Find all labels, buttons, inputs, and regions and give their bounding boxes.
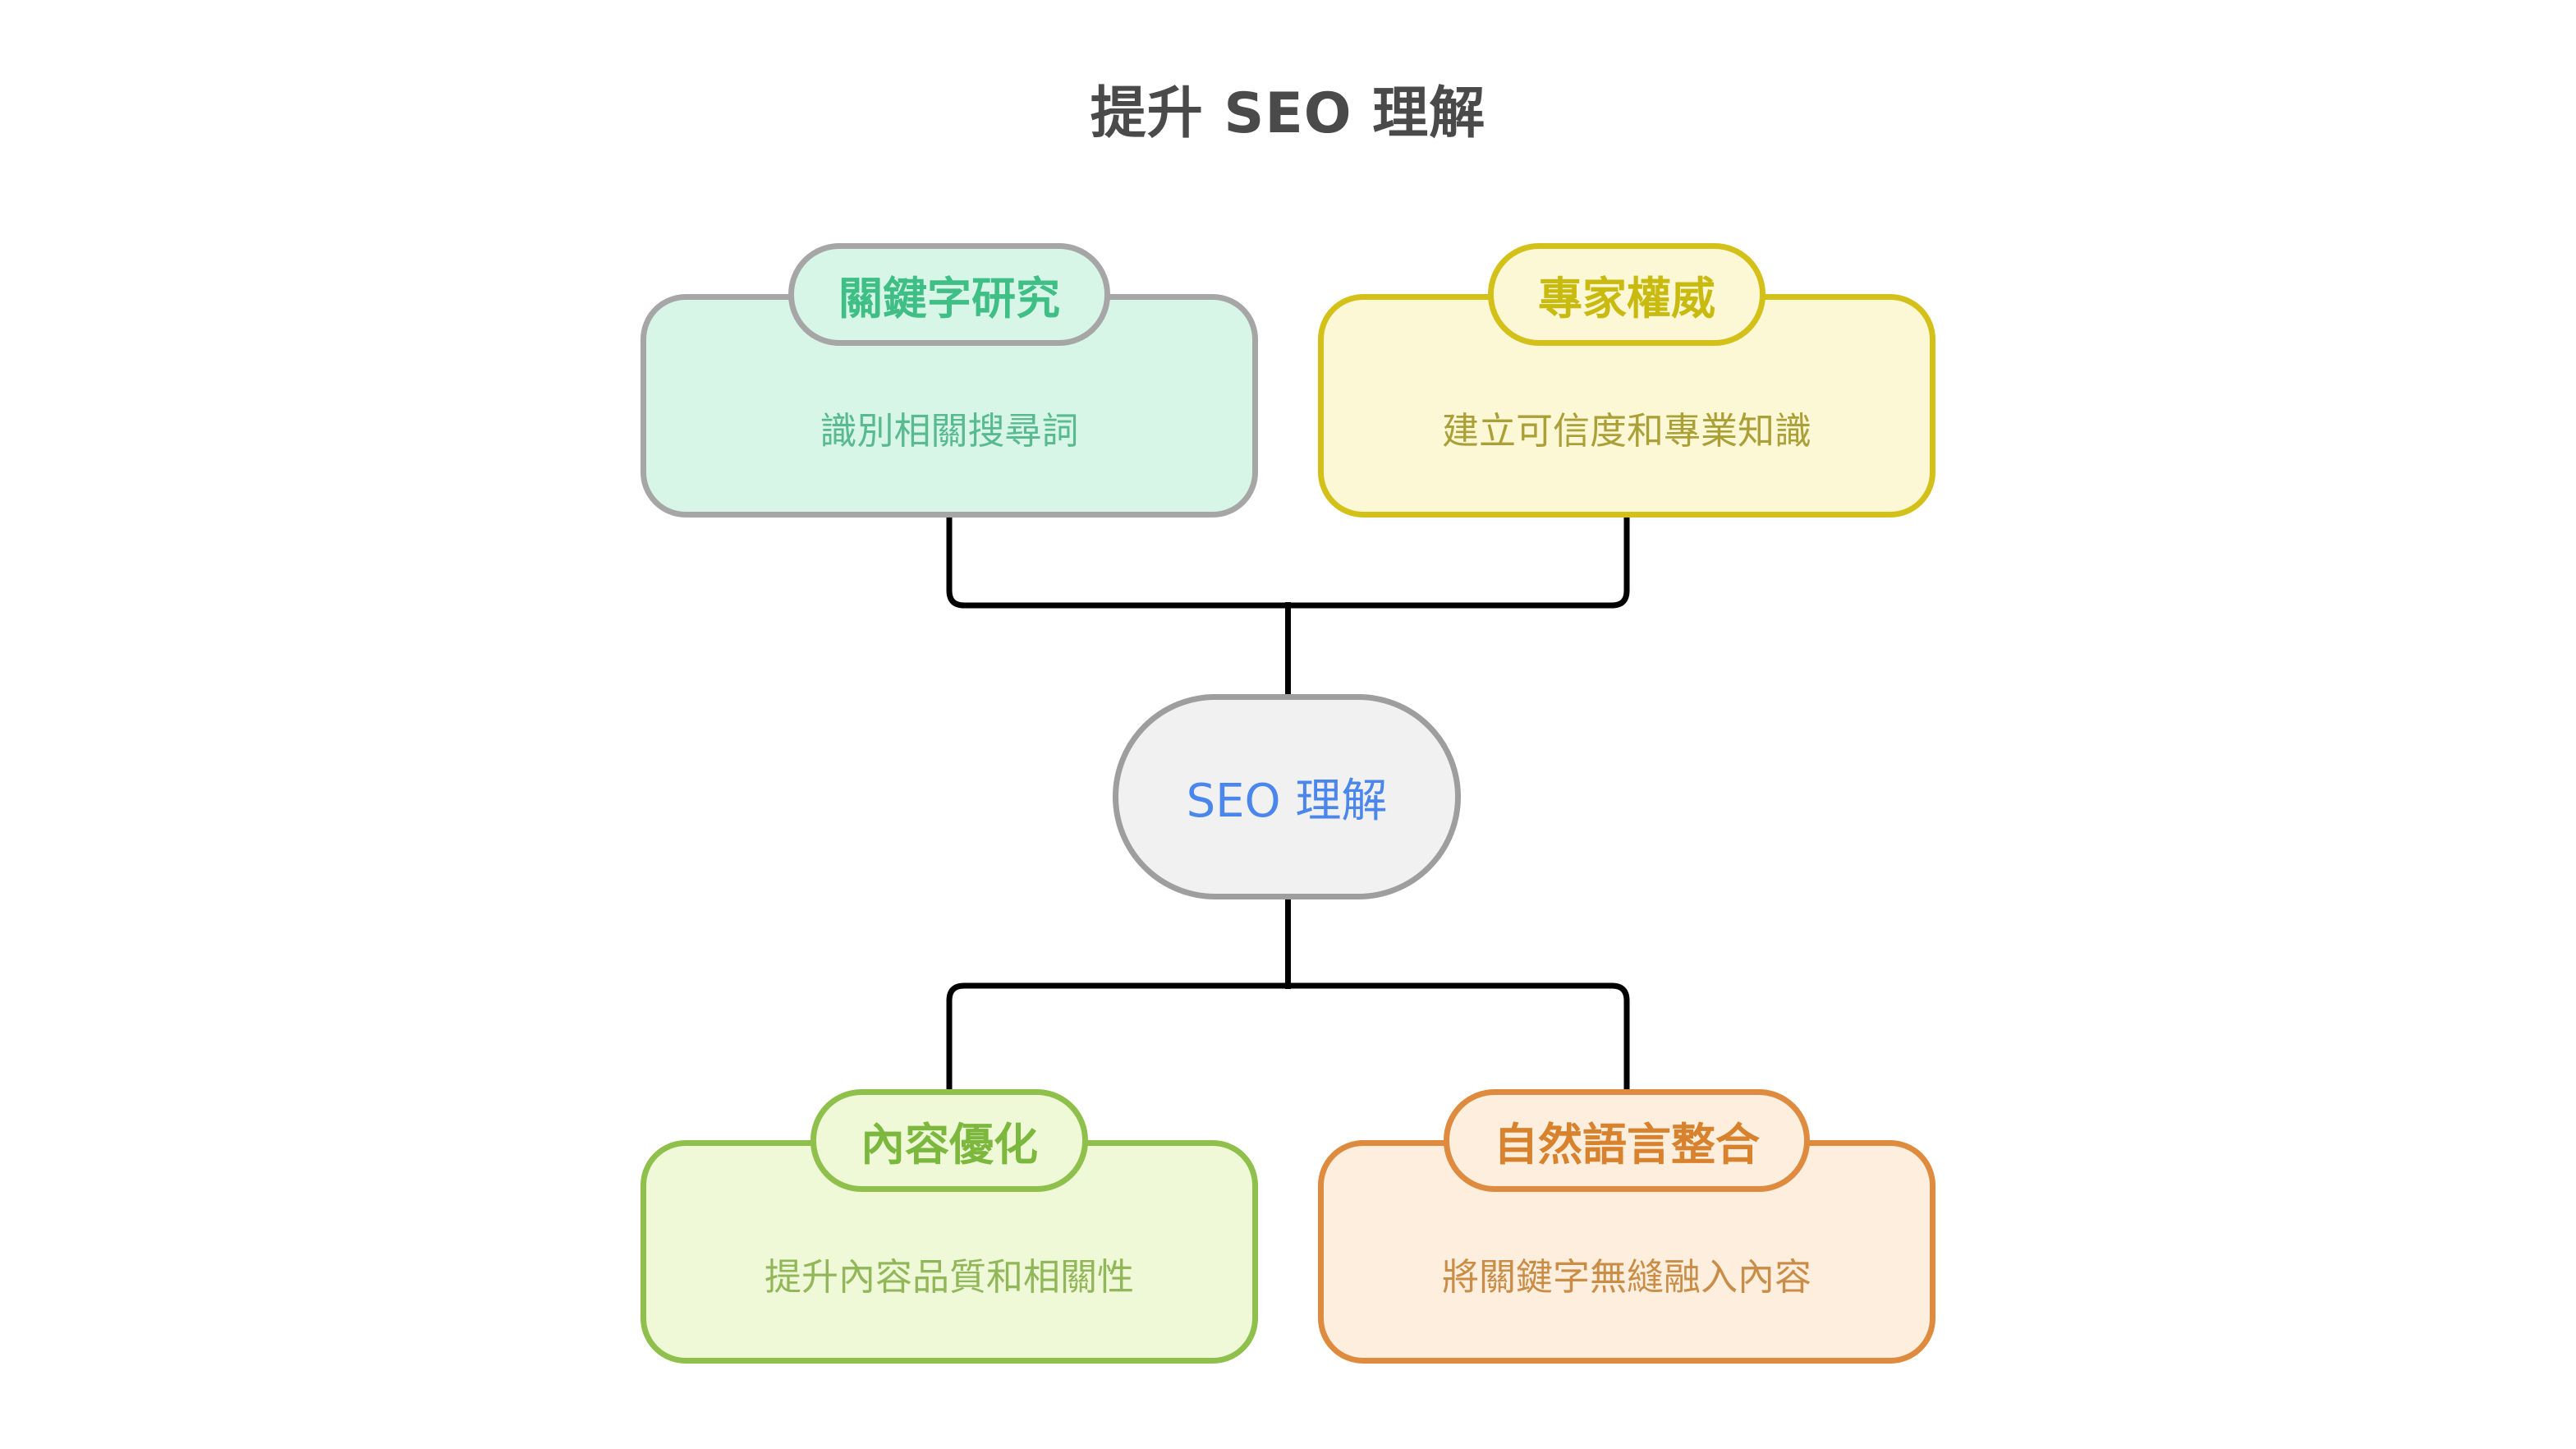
- edge-expert-authority-to-seo: [1285, 509, 1630, 609]
- expert-authority-label: 專家權威: [1538, 273, 1715, 324]
- content-optimization-label-pill: 內容優化: [810, 1089, 1088, 1192]
- seo-understanding-label: SEO 理解: [1186, 774, 1388, 828]
- keyword-research-description: 識別相關搜尋詞: [820, 408, 1079, 453]
- natural-language-label-pill: 自然語言整合: [1444, 1089, 1810, 1192]
- edge-keyword-research-to-seo: [946, 509, 1291, 609]
- diagram-title: 提升 SEO 理解: [1090, 81, 1486, 146]
- edge-seo-to-natural-language: [1285, 982, 1630, 1094]
- edge-seo-to-content-optimization: [946, 982, 1291, 1094]
- content-optimization-description: 提升內容品質和相關性: [764, 1254, 1134, 1299]
- expert-authority-label-pill: 專家權威: [1488, 243, 1766, 346]
- keyword-research-label-pill: 關鍵字研究: [788, 243, 1110, 346]
- natural-language-label: 自然語言整合: [1494, 1119, 1760, 1171]
- natural-language-description: 將關鍵字無縫融入內容: [1441, 1254, 1811, 1299]
- content-optimization-label: 內容優化: [861, 1119, 1038, 1171]
- node-seo-understanding: SEO 理解: [1113, 694, 1461, 899]
- keyword-research-label: 關鍵字研究: [838, 273, 1060, 324]
- expert-authority-description: 建立可信度和專業知識: [1441, 408, 1811, 453]
